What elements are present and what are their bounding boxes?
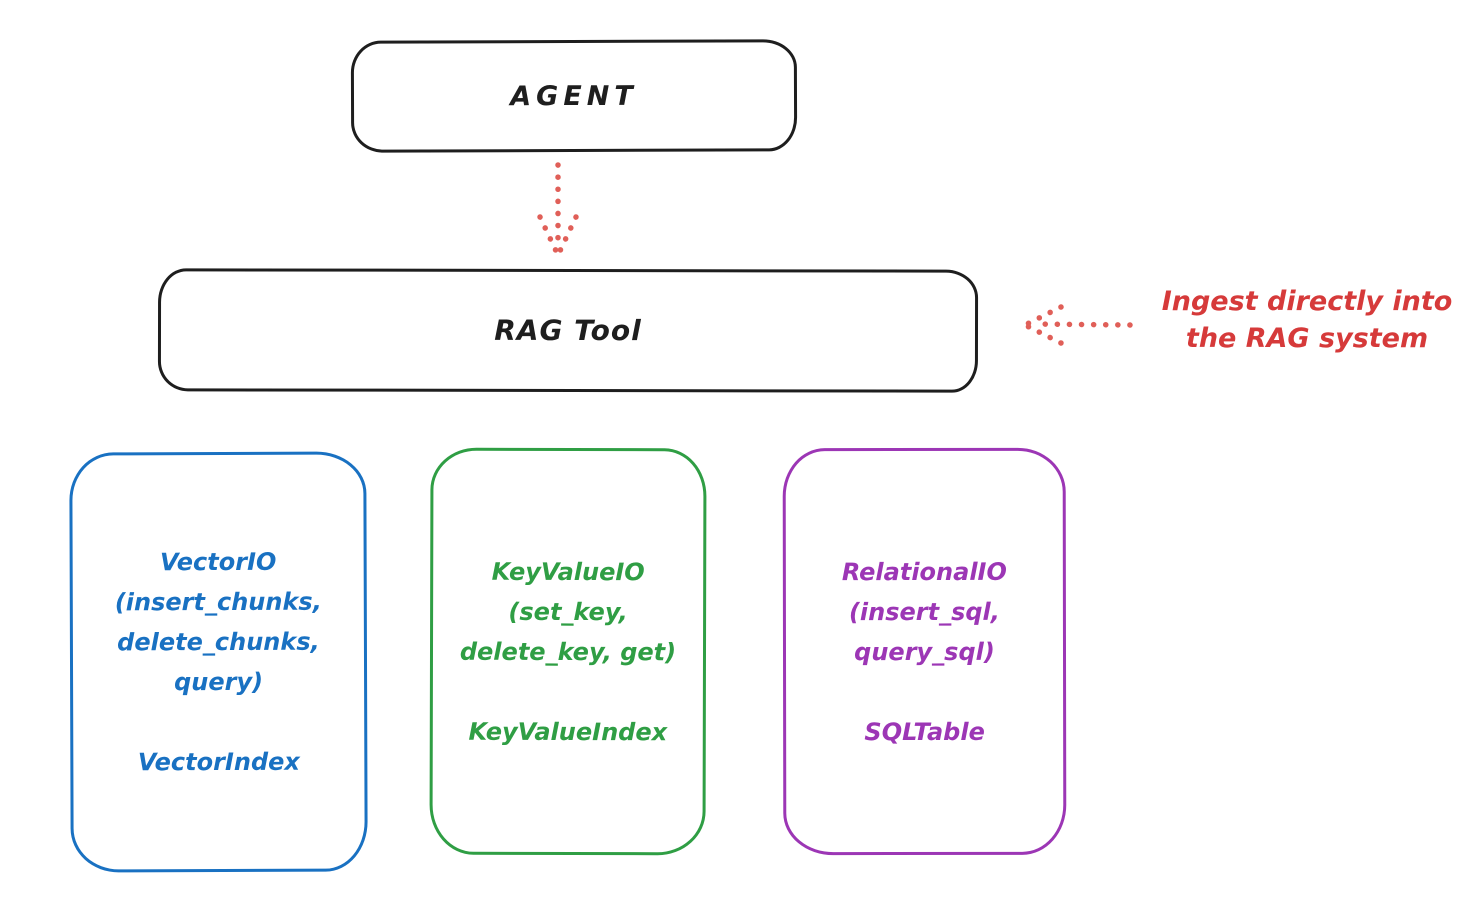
io-line: RelationalIO	[841, 557, 1007, 586]
vector-io-box: VectorIO (insert_chunks, delete_chunks, …	[69, 451, 368, 873]
annotation-to-ragtool-arrow-icon	[1022, 304, 1133, 346]
vector-io-signature: VectorIO (insert_chunks, delete_chunks, …	[115, 542, 323, 703]
keyvalue-io-signature: KeyValueIO (set_key, delete_key, get)	[460, 551, 677, 672]
io-line: KeyValueIO	[491, 557, 645, 586]
ingest-annotation: Ingest directly into the RAG system	[1130, 283, 1484, 357]
agent-box: AGENT	[350, 39, 798, 153]
io-line: (insert_sql,	[848, 597, 1000, 626]
keyvalue-index-label: KeyValueIndex	[468, 717, 668, 746]
relational-io-signature: RelationalIO (insert_sql, query_sql)	[842, 551, 1007, 671]
io-line: (set_key,	[508, 597, 628, 626]
vector-index-label: VectorIndex	[137, 747, 300, 777]
io-line: (insert_chunks,	[114, 587, 322, 617]
io-line: delete_chunks,	[117, 627, 320, 657]
relational-io-box: RelationalIO (insert_sql, query_sql) SQL…	[782, 447, 1067, 856]
rag-tool-label: RAG Tool	[494, 313, 642, 348]
io-line: query)	[174, 667, 264, 697]
agent-to-ragtool-arrow-icon	[537, 162, 579, 256]
agent-label: AGENT	[510, 80, 638, 112]
io-line: delete_key, get)	[459, 637, 677, 666]
io-line: query_sql)	[854, 637, 995, 666]
io-line: VectorIO	[159, 547, 277, 577]
annotation-line-1: Ingest directly into	[1161, 286, 1453, 317]
keyvalue-io-box: KeyValueIO (set_key, delete_key, get) Ke…	[429, 447, 707, 856]
annotation-line-2: the RAG system	[1185, 323, 1429, 354]
rag-tool-box: RAG Tool	[157, 268, 979, 393]
sql-table-label: SQLTable	[864, 717, 985, 746]
